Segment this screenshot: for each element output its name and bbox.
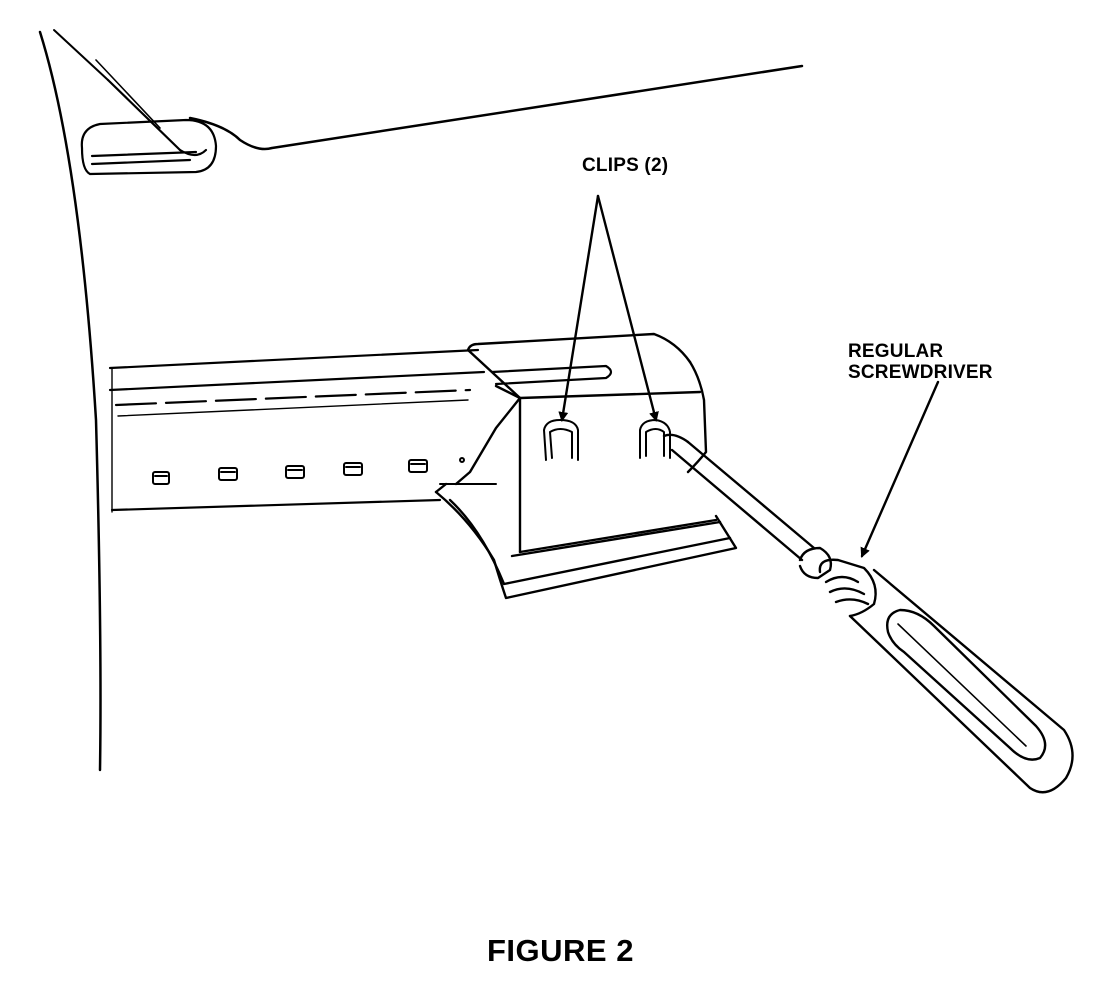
window-pillar-trim <box>80 59 218 176</box>
screwdriver <box>662 433 1074 794</box>
clips-label: CLIPS (2) <box>582 155 669 176</box>
figure-caption: FIGURE 2 <box>487 933 634 968</box>
car-body-outline <box>38 29 804 772</box>
body-side-molding <box>108 348 613 513</box>
clip-left <box>543 419 579 461</box>
screwdriver-label-line1: REGULAR <box>848 341 944 362</box>
clips-leader-arrows <box>558 194 659 422</box>
clip-right <box>639 419 671 459</box>
molding-mounting-holes <box>152 457 465 485</box>
molding-end-cap <box>434 332 738 600</box>
screwdriver-label: REGULAR SCREWDRIVER <box>848 341 993 383</box>
screwdriver-label-line2: SCREWDRIVER <box>848 361 993 383</box>
screwdriver-leader-arrow <box>860 380 940 558</box>
